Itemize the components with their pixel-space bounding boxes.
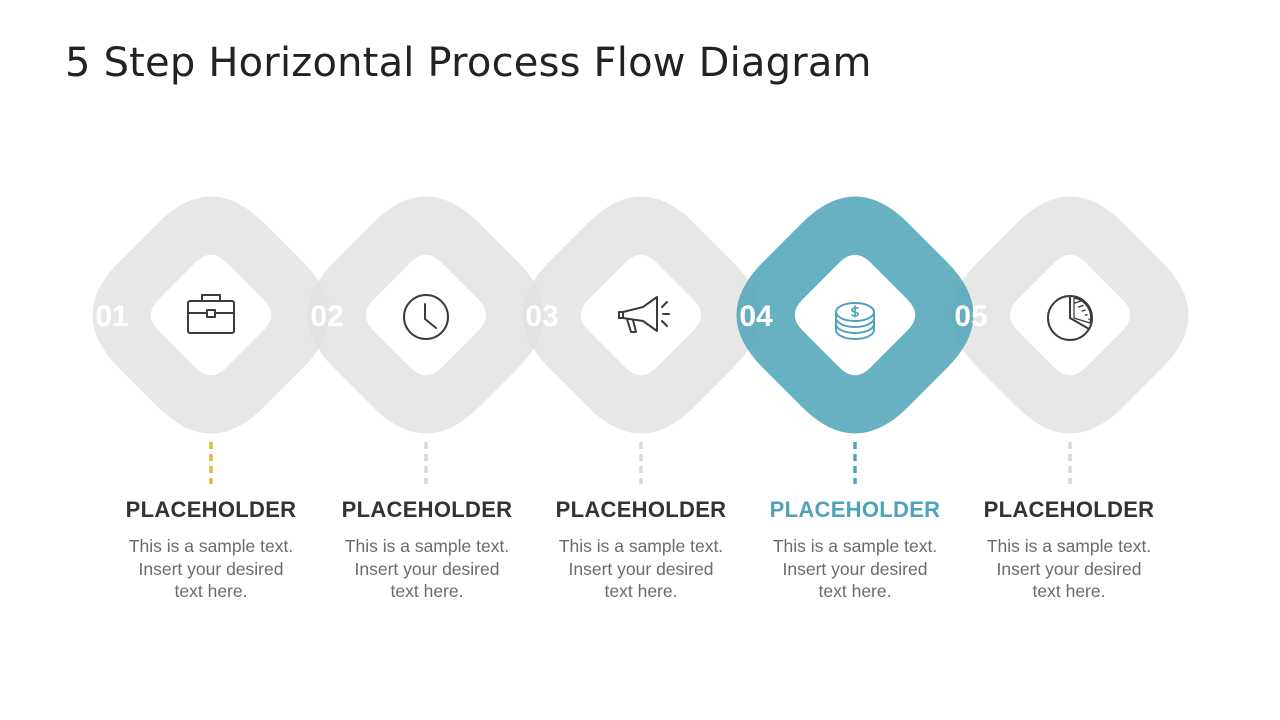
step-4-number: 04 <box>739 300 773 333</box>
step-3-heading: PLACEHOLDER <box>555 497 727 522</box>
step-2-ring <box>307 196 545 434</box>
step-3-desc-line-3: text here. <box>604 581 678 601</box>
step-1-desc-line-3: text here. <box>174 581 248 601</box>
step-1-desc-line-2: Insert your desired <box>138 558 284 579</box>
step-5-text: PLACEHOLDER This is a sample text. Inser… <box>962 497 1176 603</box>
step-4-heading: PLACEHOLDER <box>769 497 941 522</box>
step-3-number: 03 <box>525 300 558 333</box>
step-2-description: This is a sample text. Insert your desir… <box>327 535 527 603</box>
slide-title: 5 Step Horizontal Process Flow Diagram <box>65 40 872 86</box>
step-3-desc-line-1: This is a sample text. <box>558 536 724 556</box>
step-4-ring <box>736 196 974 434</box>
step-1-number: 01 <box>95 300 128 333</box>
step-4-desc-line-3: text here. <box>818 581 892 601</box>
step-1-description: This is a sample text. Insert your desir… <box>111 535 311 603</box>
numbers-layer: 01 02 03 04 05 <box>95 300 987 333</box>
step-4-text: PLACEHOLDER This is a sample text. Inser… <box>748 497 962 603</box>
dollar-coins-icon <box>835 302 875 340</box>
megaphone-icon <box>618 296 670 333</box>
step-2-desc-line-1: This is a sample text. <box>344 536 510 556</box>
clock-icon <box>403 294 449 340</box>
rings-layer <box>92 196 1189 434</box>
icons-layer <box>187 294 1093 341</box>
step-5-heading: PLACEHOLDER <box>983 497 1155 522</box>
step-2-text: PLACEHOLDER This is a sample text. Inser… <box>320 497 534 603</box>
step-4-desc-line-1: This is a sample text. <box>772 536 938 556</box>
step-5-desc-line-1: This is a sample text. <box>986 536 1152 556</box>
step-2-heading: PLACEHOLDER <box>341 497 513 522</box>
step-3-desc-line-2: Insert your desired <box>568 558 714 579</box>
step-2-number: 02 <box>310 300 343 333</box>
step-5-description: This is a sample text. Insert your desir… <box>969 535 1169 603</box>
briefcase-icon <box>187 294 235 334</box>
connectors-layer <box>209 442 1072 484</box>
pie-chart-icon <box>1047 295 1093 341</box>
step-4-desc-line-2: Insert your desired <box>782 558 928 579</box>
step-5-desc-line-2: Insert your desired <box>996 558 1142 579</box>
step-1-heading: PLACEHOLDER <box>125 497 297 522</box>
step-1-desc-line-1: This is a sample text. <box>128 536 294 556</box>
step-5-number: 05 <box>954 300 987 333</box>
step-4-description: This is a sample text. Insert your desir… <box>755 535 955 603</box>
step-3-description: This is a sample text. Insert your desir… <box>541 535 741 603</box>
step-5-desc-line-3: text here. <box>1032 581 1106 601</box>
step-2-desc-line-2: Insert your desired <box>354 558 500 579</box>
step-1-text: PLACEHOLDER This is a sample text. Inser… <box>104 497 318 603</box>
step-5-ring <box>951 196 1189 434</box>
step-1-ring <box>92 196 330 434</box>
step-2-desc-line-3: text here. <box>390 581 464 601</box>
step-3-text: PLACEHOLDER This is a sample text. Inser… <box>534 497 748 603</box>
step-3-ring <box>522 196 760 434</box>
